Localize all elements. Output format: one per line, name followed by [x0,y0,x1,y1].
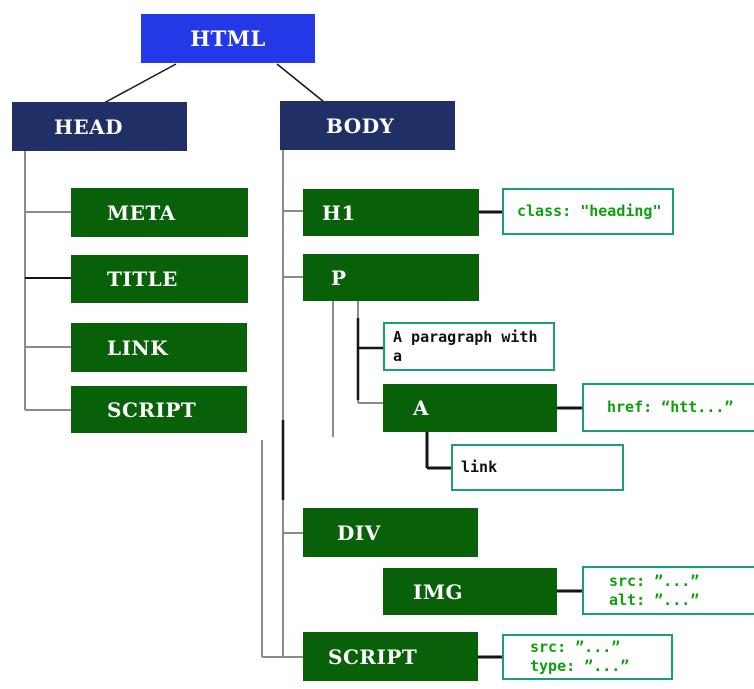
node-p: P [303,254,479,301]
node-div: DIV [303,508,478,557]
text-node-link-text: link [461,458,498,476]
node-img-label: IMG [413,579,464,604]
text-node-paragraph: A paragraph with a [383,322,555,371]
node-title-label: TITLE [107,267,178,291]
node-script-head: SCRIPT [71,386,247,433]
annotation-h1-class: class: "heading" [502,188,674,235]
node-script-body: SCRIPT [303,632,478,681]
annotation-img-src-alt-text: src: ”...” alt: ”...” [609,571,700,609]
annotation-h1-class-text: class: "heading" [517,202,662,220]
node-link-label: LINK [107,335,169,360]
node-meta-label: META [107,200,176,225]
text-node-link: link [451,444,624,491]
node-script-head-label: SCRIPT [107,397,197,422]
node-h1: H1 [303,189,479,236]
node-html-label: HTML [190,26,266,51]
node-div-label: DIV [337,520,381,545]
node-p-label: P [331,265,347,290]
annotation-img-src-alt: src: ”...” alt: ”...” [582,566,754,615]
node-body-label: BODY [326,113,395,138]
text-node-paragraph-text: A paragraph with a [393,327,538,365]
node-head: HEAD [12,102,187,151]
annotation-a-href-text: href: “htt...” [607,398,734,416]
annotation-script-src-type: src: ”...” type: ”...” [502,634,673,680]
annotation-a-href: href: “htt...” [582,383,754,432]
node-img: IMG [383,568,557,615]
node-script-body-label: SCRIPT [328,644,418,669]
node-title: TITLE [71,255,248,303]
node-body: BODY [280,101,455,150]
node-a: A [383,384,557,432]
tree-connectors-black [25,63,582,659]
node-h1-label: H1 [322,200,356,225]
node-head-label: HEAD [54,114,124,139]
node-a-label: A [413,396,430,420]
annotation-script-src-type-text: src: ”...” type: ”...” [530,638,630,675]
node-html: HTML [141,14,315,63]
node-link: LINK [71,323,247,372]
node-meta: META [71,188,248,237]
